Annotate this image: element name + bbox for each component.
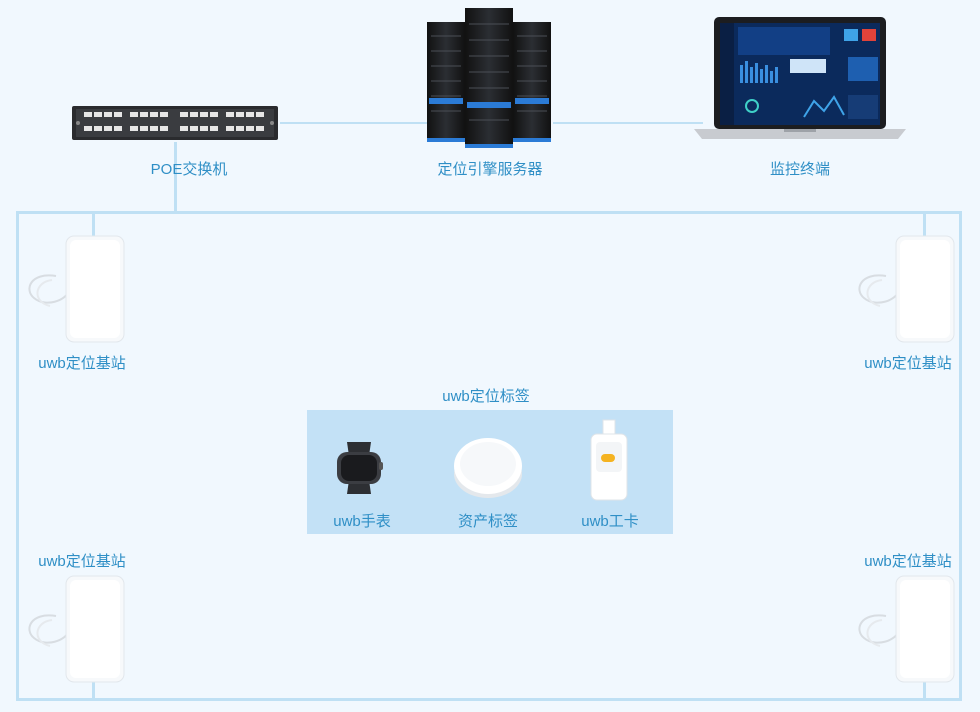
tag-label-badge: uwb工卡 xyxy=(581,513,639,530)
anchor-station-bottom-right xyxy=(850,572,960,684)
watch-icon xyxy=(329,436,389,500)
poe-switch-image xyxy=(70,104,280,142)
anchor-label-top-right: uwb定位基站 xyxy=(864,355,952,372)
anchor-label-bottom-left: uwb定位基站 xyxy=(38,553,126,570)
switch-label: POE交换机 xyxy=(150,161,228,178)
anchor-station-top-right xyxy=(850,232,960,344)
line-left-bottom-inner xyxy=(92,678,95,700)
anchor-label-top-left: uwb定位基站 xyxy=(38,355,126,372)
line-switch-frame xyxy=(174,142,177,214)
tags-title: uwb定位标签 xyxy=(442,388,530,405)
server-image xyxy=(425,6,553,150)
line-right-bottom-inner xyxy=(923,678,926,700)
server-label: 定位引擎服务器 xyxy=(437,161,543,178)
badge-icon xyxy=(589,418,629,502)
line-right-inner xyxy=(923,211,926,241)
monitor-label: 监控终端 xyxy=(769,161,830,178)
tag-label-asset: 资产标签 xyxy=(457,513,518,530)
anchor-station-bottom-left xyxy=(20,572,130,684)
laptop-image xyxy=(694,15,906,140)
line-server-laptop xyxy=(553,122,703,124)
asset-tag-icon xyxy=(451,434,525,502)
anchor-label-bottom-right: uwb定位基站 xyxy=(864,553,952,570)
deployment-area-frame xyxy=(16,211,962,701)
anchor-station-top-left xyxy=(20,232,130,344)
line-left-inner xyxy=(92,211,95,241)
tag-label-watch: uwb手表 xyxy=(333,513,391,530)
tags-panel: uwb手表 资产标签 uwb工卡 xyxy=(307,410,673,534)
line-switch-server xyxy=(280,122,430,124)
